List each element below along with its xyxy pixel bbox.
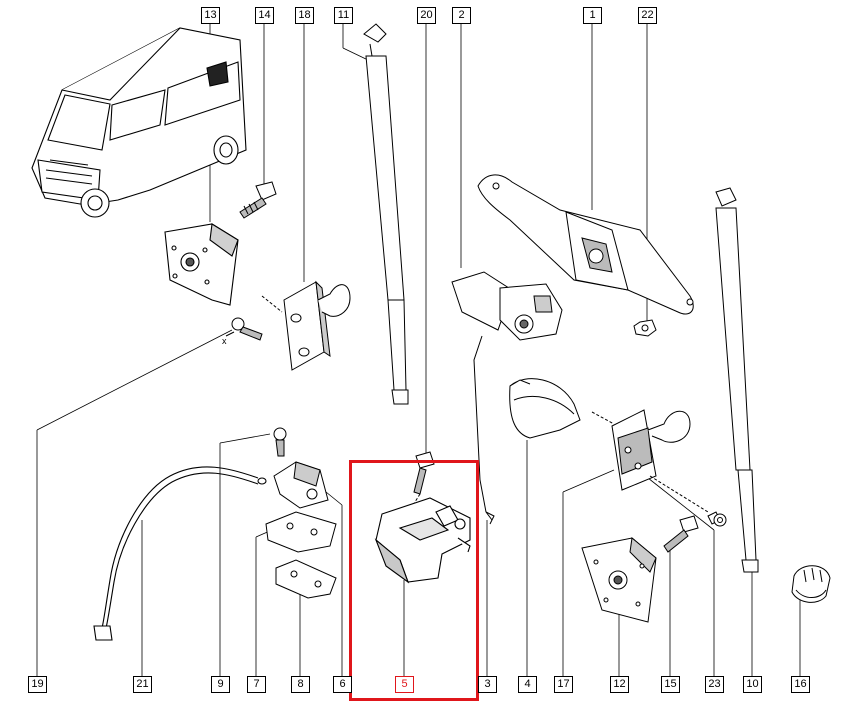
callout-15[interactable]: 15 [661, 676, 680, 693]
callout-12[interactable]: 12 [610, 676, 629, 693]
callout-10[interactable]: 10 [743, 676, 762, 693]
part-15-screw [663, 515, 699, 553]
callout-23[interactable]: 23 [705, 676, 724, 693]
callout-8[interactable]: 8 [291, 676, 310, 693]
callout-16[interactable]: 16 [791, 676, 810, 693]
part-18-latch-plate [283, 280, 351, 371]
part-22-nut [633, 319, 657, 337]
part-12-hinge-plate [581, 537, 657, 623]
leader-lines [36, 22, 801, 676]
callout-6[interactable]: 6 [333, 676, 352, 693]
part-2-lock-motor [451, 271, 563, 521]
part-9-screw [273, 427, 287, 457]
part-21-cable [93, 466, 267, 641]
callout-1[interactable]: 1 [583, 7, 602, 24]
callout-19[interactable]: 19 [28, 676, 47, 693]
part-17-latch-plate [611, 409, 691, 491]
part-3-rod-end [485, 511, 495, 525]
part-23-washer [707, 511, 727, 527]
part-4-cover [509, 378, 581, 439]
part-5-tailgate-lock [374, 497, 471, 584]
axis-x-marker: x [222, 336, 227, 346]
callout-7[interactable]: 7 [247, 676, 266, 693]
part-17-dash-line [591, 411, 709, 513]
part-14-screw [239, 181, 277, 219]
callout-11[interactable]: 11 [334, 7, 353, 24]
callout-4[interactable]: 4 [518, 676, 537, 693]
callout-9[interactable]: 9 [211, 676, 230, 693]
callout-20[interactable]: 20 [417, 7, 436, 24]
part-8-plate [275, 559, 337, 599]
callout-13[interactable]: 13 [201, 7, 220, 24]
part-11-gas-strut [363, 23, 409, 405]
part-19-screw [225, 317, 263, 341]
part-20-screw [413, 451, 435, 495]
callout-22[interactable]: 22 [638, 7, 657, 24]
part-1-handle [477, 174, 694, 315]
callout-5-selected[interactable]: 5 [395, 676, 414, 693]
callout-14[interactable]: 14 [255, 7, 274, 24]
part-13-hinge-plate [164, 223, 239, 306]
callout-17[interactable]: 17 [554, 676, 573, 693]
part-10-gas-strut [715, 187, 759, 573]
callout-21[interactable]: 21 [133, 676, 152, 693]
part-16-rubber-stop [791, 565, 831, 603]
part-18-dash-line [261, 295, 283, 313]
van-illustration [31, 27, 247, 218]
callout-3[interactable]: 3 [478, 676, 497, 693]
callout-18[interactable]: 18 [295, 7, 314, 24]
part-6-striker [273, 461, 329, 509]
part-7-shim [265, 511, 337, 553]
callout-2[interactable]: 2 [452, 7, 471, 24]
